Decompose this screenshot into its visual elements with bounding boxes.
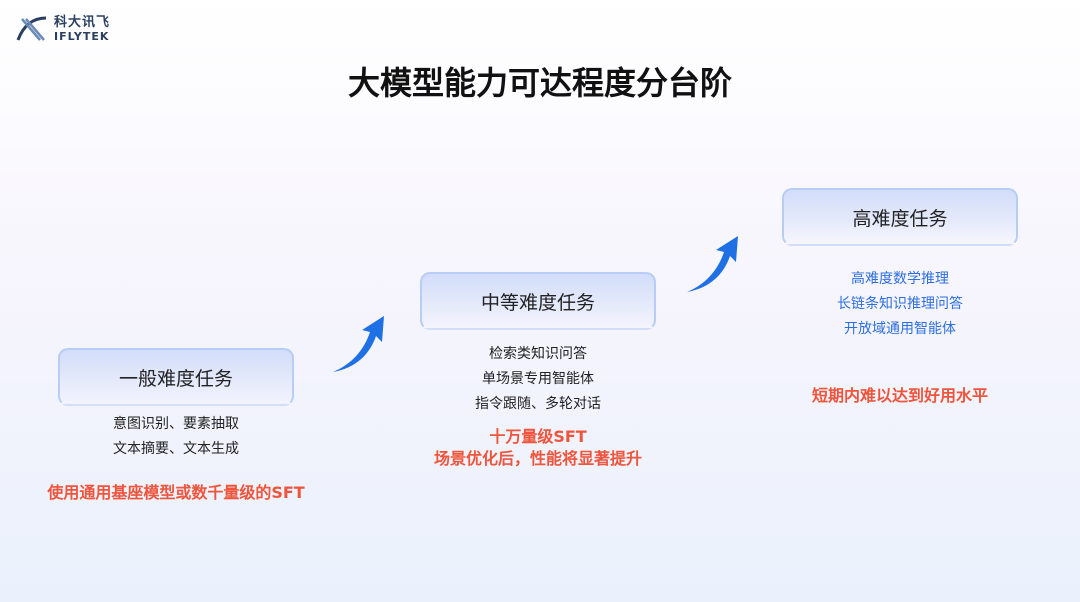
tier-general-box: 一般难度任务: [58, 348, 294, 406]
logo-en: IFLYTEK: [54, 30, 110, 43]
list-item: 意图识别、要素抽取: [113, 416, 239, 432]
tier-hard-items: 高难度数学推理 长链条知识推理问答 开放域通用智能体: [750, 267, 1050, 342]
list-item: 长链条知识推理问答: [837, 296, 963, 312]
tier-general-items: 意图识别、要素抽取 文本摘要、文本生成: [26, 412, 326, 462]
list-item: 高难度数学推理: [851, 271, 949, 287]
step-up-arrow-icon: [687, 236, 738, 292]
tier-medium-items: 检索类知识问答 单场景专用智能体 指令跟随、多轮对话: [388, 342, 688, 417]
logo-cn: 科大讯飞: [54, 15, 111, 30]
note-line: 场景优化后，性能将显著提升: [433, 449, 642, 468]
page-title: 大模型能力可达程度分台阶: [347, 64, 732, 102]
note-line: 短期内难以达到好用水平: [811, 386, 988, 405]
list-item: 指令跟随、多轮对话: [475, 396, 601, 412]
note-line: 十万量级SFT: [489, 427, 587, 446]
step-up-arrow-icon: [333, 316, 384, 372]
tier-hard-note: 短期内难以达到好用水平: [750, 385, 1050, 407]
iflytek-logo-icon: [16, 16, 47, 41]
tier-general-note: 使用通用基座模型或数千量级的SFT: [0, 482, 352, 504]
tier-medium-note: 十万量级SFT 场景优化后，性能将显著提升: [388, 426, 688, 470]
note-line: 使用通用基座模型或数千量级的SFT: [47, 483, 305, 502]
tier-hard-box: 高难度任务: [782, 188, 1018, 246]
list-item: 文本摘要、文本生成: [113, 441, 239, 457]
tier-medium-box: 中等难度任务: [420, 272, 656, 330]
list-item: 检索类知识问答: [489, 346, 587, 362]
list-item: 单场景专用智能体: [482, 371, 594, 387]
list-item: 开放域通用智能体: [844, 321, 956, 337]
